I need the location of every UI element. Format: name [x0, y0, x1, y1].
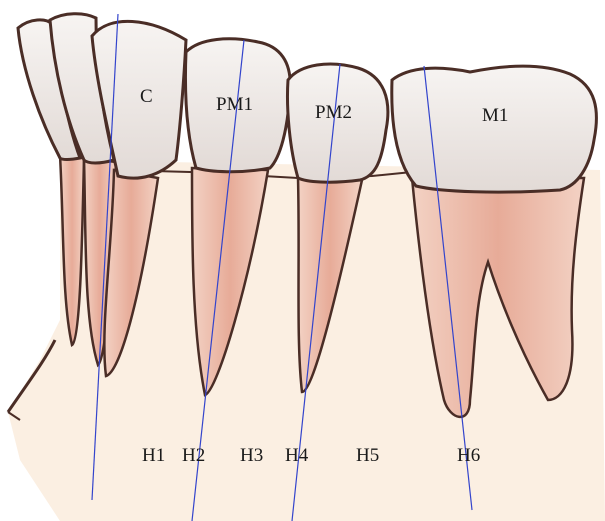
- label-h2: H2: [182, 445, 205, 466]
- label-h1: H1: [142, 445, 165, 466]
- label-second-premolar: PM2: [315, 102, 352, 123]
- label-h4: H4: [285, 445, 309, 466]
- label-h5: H5: [356, 445, 379, 466]
- label-h6: H6: [457, 445, 480, 466]
- label-first-molar: M1: [482, 105, 508, 126]
- label-h3: H3: [240, 445, 263, 466]
- label-first-premolar: PM1: [216, 94, 253, 115]
- label-canine: C: [140, 86, 153, 107]
- first-molar-crown: [392, 66, 597, 192]
